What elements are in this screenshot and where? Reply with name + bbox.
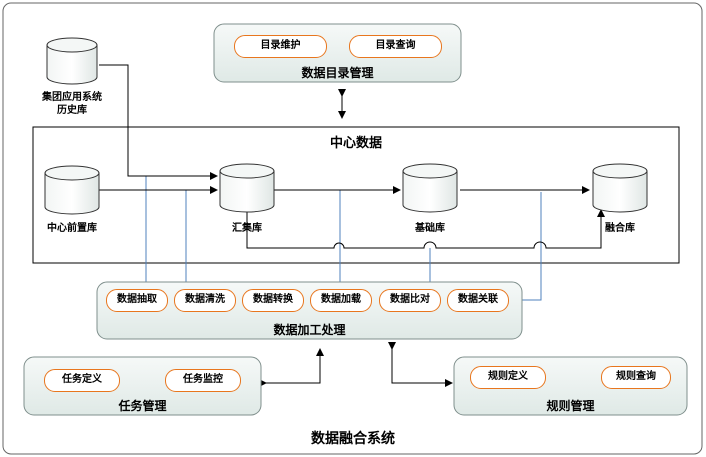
task-item-define[interactable]: 任务定义 [44,369,120,392]
rule-title: 规则管理 [546,399,595,413]
collect-db-cylinder [219,163,275,213]
processing-connectors [145,176,542,301]
task-item-monitor[interactable]: 任务监控 [165,369,241,392]
history-db-label-line1: 集团应用系统 [42,92,102,103]
process-item-transform[interactable]: 数据转换 [242,289,304,312]
process-item-associate[interactable]: 数据关联 [447,289,509,312]
frontend-db-cylinder [44,165,100,215]
processing-title: 数据加工处理 [273,323,346,337]
fusion-db-label: 融合库 [605,223,635,234]
system-caption: 数据融合系统 [311,431,395,447]
process-item-compare[interactable]: 数据比对 [379,289,441,312]
base-db-label: 基础库 [415,223,445,234]
directory-item-maintain[interactable]: 目录维护 [234,35,327,58]
process-item-extract[interactable]: 数据抽取 [106,289,168,312]
center-data-title: 中心数据 [329,136,382,151]
collect-db-label: 汇集库 [232,223,262,234]
fusion-db-cylinder [592,163,648,213]
directory-item-query[interactable]: 目录查询 [349,35,442,58]
rule-item-query[interactable]: 规则查询 [601,366,671,389]
history-db-label-line2: 历史库 [57,105,87,116]
directory-title: 数据目录管理 [301,66,374,80]
center-data-box [32,126,680,264]
process-item-clean[interactable]: 数据清洗 [174,289,236,312]
base-db-cylinder [402,163,458,213]
frontend-db-label: 中心前置库 [47,223,97,234]
process-item-load[interactable]: 数据加载 [310,289,372,312]
flow-arrows [99,64,605,387]
task-title: 任务管理 [118,399,167,413]
rule-item-define[interactable]: 规则定义 [470,366,546,389]
history-db-cylinder [46,37,98,85]
